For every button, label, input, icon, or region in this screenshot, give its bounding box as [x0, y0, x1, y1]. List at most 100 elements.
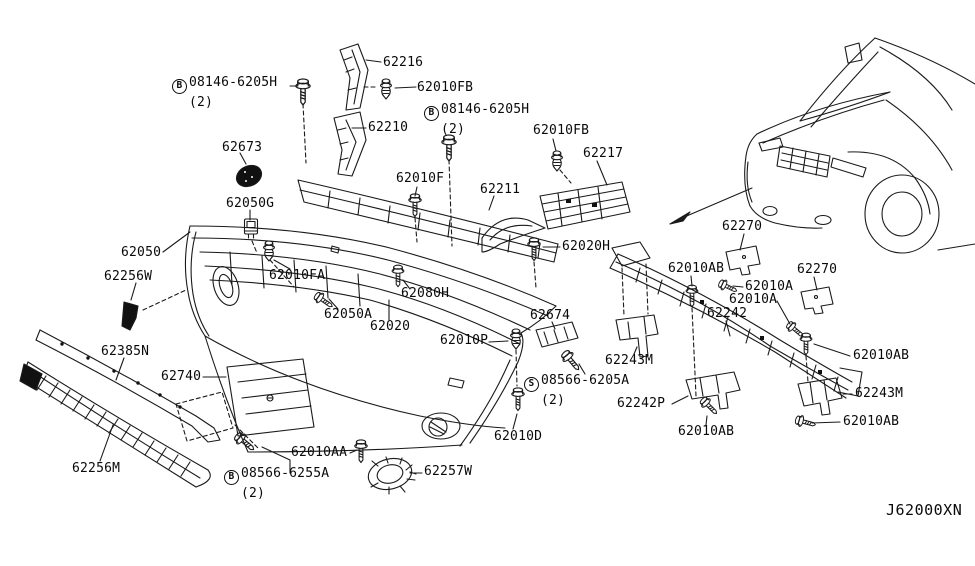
part-number-text: 62740 — [161, 369, 202, 384]
quantity-note: (2) — [441, 122, 466, 137]
part-number-text: 62010AA — [291, 445, 348, 460]
part-label-62050A: 62050A — [324, 308, 372, 321]
part-number-text: 62050G — [226, 196, 275, 211]
part-number-text: 62020H — [562, 239, 611, 254]
part-number-text: 62010FB — [533, 123, 590, 138]
part-number-text: 62211 — [480, 182, 521, 197]
part-label-62673: 62673 — [222, 141, 262, 154]
part-label-62010AB-4: 62010AB — [843, 415, 899, 428]
part-label-62243M-1: 62243M — [605, 354, 653, 367]
circled-b-icon: B — [424, 106, 439, 121]
part-number-text: 08146-6205H — [189, 75, 278, 90]
part-62242-reinforcement — [609, 241, 863, 399]
part-number-text: 62010AB — [668, 261, 725, 276]
part-62674-bracket — [535, 321, 579, 348]
part-label-62740: 62740 — [161, 370, 201, 383]
part-label-62010AB-2: 62010AB — [853, 349, 909, 362]
part-number-text: 62216 — [383, 55, 424, 70]
part-label-62010AB-3: 62010AB — [678, 425, 734, 438]
part-62216-bracket — [339, 43, 369, 111]
part-number-text: 62010AB — [678, 424, 735, 439]
part-label-62242P: 62242P — [617, 397, 665, 410]
part-label-62217: 62217 — [583, 147, 623, 160]
part-number-text: 62020 — [370, 319, 411, 334]
part-number-text: 62243M — [855, 386, 904, 401]
quantity-note: (2) — [189, 95, 214, 110]
part-label-62242: 62242 — [707, 307, 747, 320]
part-number-text: 62050 — [121, 245, 162, 260]
part-number-text: 62010A — [729, 292, 778, 307]
part-number-text: 62385N — [101, 344, 150, 359]
part-label-62010F: 62010F — [396, 172, 444, 185]
part-62270-bracket-2 — [800, 286, 834, 315]
part-label-62010FB-1: 62010FB — [417, 81, 473, 94]
part-label-62010FB-2: 62010FB — [533, 124, 589, 137]
part-label-62216: 62216 — [383, 56, 423, 69]
part-number-text: 62242P — [617, 396, 666, 411]
part-62242P-stay — [685, 371, 741, 410]
part-label-62243M-2: 62243M — [855, 387, 903, 400]
part-label-62050G: 62050G — [226, 197, 274, 210]
part-label-62020: 62020 — [370, 320, 410, 333]
part-number-text: 62210 — [368, 120, 409, 135]
part-number-text: 62270 — [797, 262, 838, 277]
part-62256W-bracket — [121, 301, 139, 331]
part-label-62080H: 62080H — [401, 287, 449, 300]
part-label-62211: 62211 — [480, 183, 520, 196]
vehicle-illustration — [744, 37, 975, 254]
part-label-62010AB-1: 62010AB — [668, 262, 724, 275]
part-label-62010A-1: 62010A — [745, 280, 793, 293]
part-number-text: 08566-6205A — [541, 373, 630, 388]
part-number-text: 62242 — [707, 306, 748, 321]
part-62270-bracket-1 — [725, 245, 761, 276]
part-label-62010P: 62010P — [440, 334, 488, 347]
leader-lines — [99, 59, 853, 474]
part-number-text: 62010AB — [843, 414, 900, 429]
part-62243M-stay-right — [797, 377, 843, 416]
part-label-62010FA: 62010FA — [269, 269, 325, 282]
diagram-code: J62000XN — [886, 501, 963, 519]
part-label-62010A-2: 62010A — [729, 293, 777, 306]
part-label-62020H: 62020H — [562, 240, 610, 253]
part-number-text: 62673 — [222, 140, 263, 155]
direction-arrow — [669, 187, 753, 225]
quantity-note: (2) — [241, 486, 266, 501]
part-label-62385N: 62385N — [101, 345, 149, 358]
part-number-text: 62217 — [583, 146, 624, 161]
part-label-62010D: 62010D — [494, 430, 542, 443]
part-number-text: 62243M — [605, 353, 654, 368]
part-label-62674: 62674 — [530, 309, 570, 322]
part-number-text: 62257W — [424, 464, 473, 479]
part-number-text: 62010FA — [269, 268, 326, 283]
part-label-62257W: 62257W — [424, 465, 472, 478]
part-number-text: 62050A — [324, 307, 373, 322]
part-label-62010AA: 62010AA — [291, 446, 347, 459]
part-label-62270-1: 62270 — [722, 220, 762, 233]
part-number-text: 62010AB — [853, 348, 910, 363]
part-62217-finisher — [539, 181, 631, 230]
part-number-text: 62010FB — [417, 80, 474, 95]
part-number-text: 08146-6205H — [441, 102, 530, 117]
circled-b-icon: B — [224, 470, 239, 485]
part-62243M-stay-left — [615, 314, 659, 358]
part-label-62210: 62210 — [368, 121, 408, 134]
part-number-text: 62010D — [494, 429, 543, 444]
quantity-note: (2) — [541, 393, 566, 408]
part-62210-bracket — [333, 111, 367, 177]
part-62740-licence-bracket — [226, 358, 315, 437]
circled-s-icon: S — [524, 377, 539, 392]
part-number-text: 62674 — [530, 308, 571, 323]
part-number-text: 08566-6255A — [241, 466, 330, 481]
part-label-62256W: 62256W — [104, 270, 152, 283]
alignment-dashed-lines — [251, 86, 809, 397]
part-label-62270-2: 62270 — [797, 263, 837, 276]
part-62050-bumper-fascia — [184, 225, 557, 453]
part-number-text: 62256M — [72, 461, 121, 476]
part-number-text: 62270 — [722, 219, 763, 234]
part-62020-absorber — [297, 179, 559, 263]
